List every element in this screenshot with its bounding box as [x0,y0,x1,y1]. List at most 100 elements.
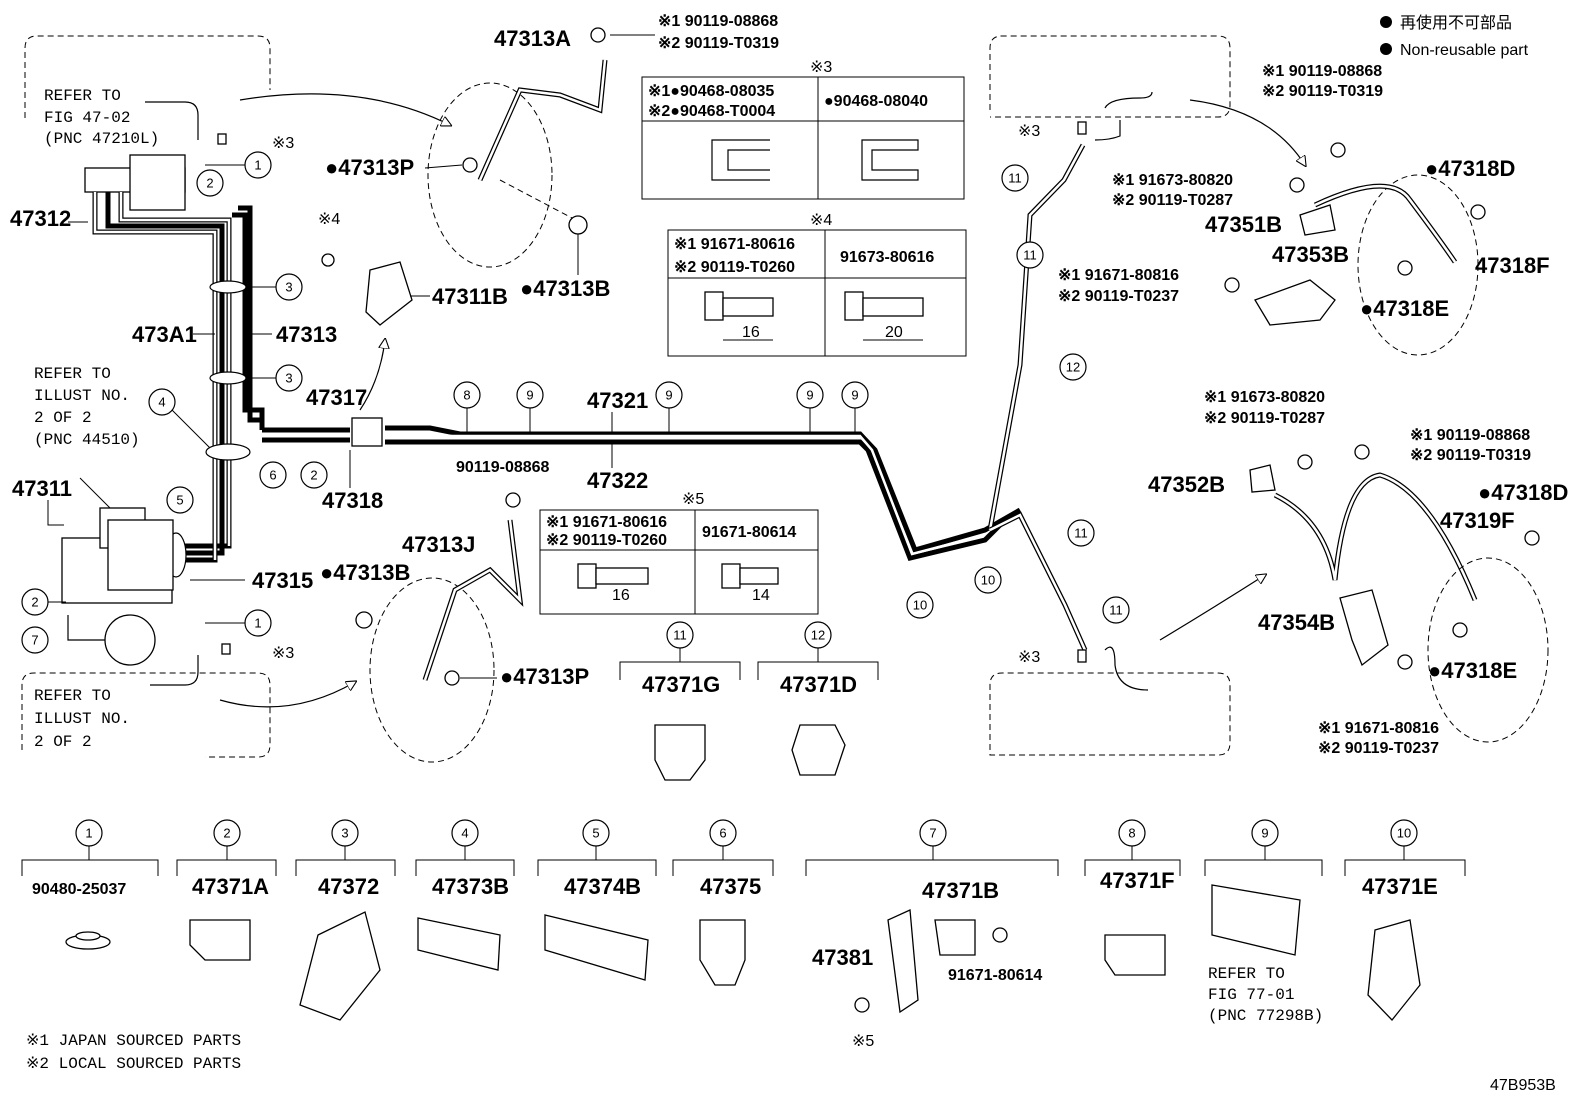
ref-line: REFER TO [1208,965,1285,983]
callout-11: 11 [1008,171,1022,186]
table-4: ※4 ※1 91671-80616 ※2 90119-T0260 91673-8… [667,212,967,357]
label-47318: 47318 [322,488,383,513]
bolt-label: ※2 90119-T0319 [1410,447,1531,464]
bolt-label: ※1 91671-80816 [1058,267,1179,284]
callout-11: 11 [673,628,687,643]
table-title: ※5 [682,491,704,508]
table-cell: ※2●90468-T0004 [648,103,775,120]
ref-box-fig4702: REFER TO FIG 47-02 (PNC 47210L) [24,35,450,148]
label-47313B: ●47313B [520,276,610,301]
label-47319F: 47319F [1440,508,1515,533]
callout-1: 1 [85,826,92,841]
bolt-label: ※2 90119-T0287 [1112,192,1233,209]
callout-3: 3 [285,371,292,386]
label-47313P: ●47313P [500,664,589,689]
callout-10: 10 [913,598,927,613]
part-code: 47373B [432,874,509,899]
table-5: ※5 ※1 91671-80616 ※2 90119-T0260 91671-8… [539,491,819,615]
bolt-label: ※1 91673-80820 [1204,389,1325,406]
label-47318F: 47318F [1475,253,1550,278]
label-47311: 47311 [12,476,72,501]
table-cell: 91671-80614 [702,524,796,541]
bolt-label: ※2 90119-T0319 [658,35,779,52]
table-cell: ※2 90119-T0260 [674,259,795,276]
callout-8: 8 [1128,826,1135,841]
label-47312: 47312 [10,206,71,231]
table-cell: ※1●90468-08035 [648,83,774,100]
label-47351B: 47351B [1205,212,1282,237]
rear-pipes: ※3 11 11 12 11 11 ※3 [987,35,1305,756]
mark-3: ※3 [272,135,294,152]
pipe-bundle-left [92,192,265,578]
label-91671-80614: 91671-80614 [948,967,1042,984]
label-47353B: 47353B [1272,242,1349,267]
part-code: 47371A [192,874,269,899]
table-title: ※4 [810,212,832,229]
label-47318E: ●47318E [1360,296,1449,321]
callout-9: 9 [665,388,672,403]
ref-line: 2 OF 2 [34,733,92,751]
mark-3: ※3 [1018,123,1040,140]
callout-1: 1 [254,616,261,631]
callout-3: 3 [285,280,292,295]
bolt-label: ※1 91671-80816 [1318,720,1439,737]
label-47371D: 47371D [780,672,857,697]
label-47318E: ●47318E [1428,658,1517,683]
table-title: ※3 [810,59,832,76]
bracket-47311B: ※4 47311B [318,211,508,326]
callout-9: 9 [806,388,813,403]
label-47313: 47313 [276,322,337,347]
main-pipes: 47321 47322 90119-08868 8 9 9 9 9 10 10 [262,381,1022,619]
callout-10: 10 [981,573,995,588]
bolt-label: ※2 90119-T0287 [1204,410,1325,427]
bottom-row: 1 90480-25037 2 47371A 3 47372 4 47373B … [21,819,1466,1050]
callout-5: 5 [592,826,599,841]
callout-5: 5 [176,493,183,508]
label-47318D: ●47318D [1478,480,1568,505]
part-code: 47374B [564,874,641,899]
label-47318D: ●47318D [1425,156,1515,181]
callout-12: 12 [811,628,825,643]
callout-7: 7 [31,633,38,648]
callout-6: 6 [719,826,726,841]
label-47311B: 47311B [432,284,508,309]
bolt-label: ※1 90119-08868 [1262,63,1382,80]
label-47321: 47321 [587,388,648,413]
bolt-label: ※2 90119-T0237 [1058,288,1179,305]
ref-line: ILLUST NO. [34,387,130,405]
dimension: 16 [742,324,760,341]
ref-line: REFER TO [34,687,111,705]
table-cell: ※2 90119-T0260 [546,532,667,549]
mark-5: ※5 [852,1033,874,1050]
ref-box-illust2a: REFER TO ILLUST NO. 2 OF 2 (PNC 44510) [34,365,140,449]
label-90119-08868: 90119-08868 [456,459,550,476]
rear-upper-group: ※1 90119-08868 ※2 90119-T0319 ※1 91673-8… [1058,63,1550,356]
label-47322: 47322 [587,468,648,493]
part-code: 47375 [700,874,761,899]
hose-47313A: 47313A ※1 90119-08868 ※2 90119-T0319 ●47… [325,13,779,301]
abs-actuator: 47311 47315 [12,476,313,666]
part-code: 47372 [318,874,379,899]
callout-9: 9 [526,388,533,403]
label-47315: 47315 [252,568,313,593]
callout-1: 1 [254,158,261,173]
callout-4: 4 [158,395,165,410]
callout-7: 7 [929,826,936,841]
mark-4: ※4 [318,211,340,228]
table-cell: ●90468-08040 [824,93,928,110]
labels-center: 473A1 47313 47317 47318 [132,322,385,513]
callout-11: 11 [1074,526,1088,541]
part-code: 47371B [922,878,999,903]
mark-3: ※3 [272,645,294,662]
diagram-code: 47B953B [1490,1077,1556,1094]
callout-6: 6 [269,468,276,483]
label-47352B: 47352B [1148,472,1225,497]
note-local: ※2 LOCAL SOURCED PARTS [26,1055,241,1073]
ref-line: 2 OF 2 [34,409,92,427]
brake-module-upper: 47312 ※3 [10,133,294,231]
callout-2: 2 [223,826,230,841]
label-47371G: 47371G [642,672,720,697]
callout-2: 2 [206,176,213,191]
callout-9: 9 [851,388,858,403]
